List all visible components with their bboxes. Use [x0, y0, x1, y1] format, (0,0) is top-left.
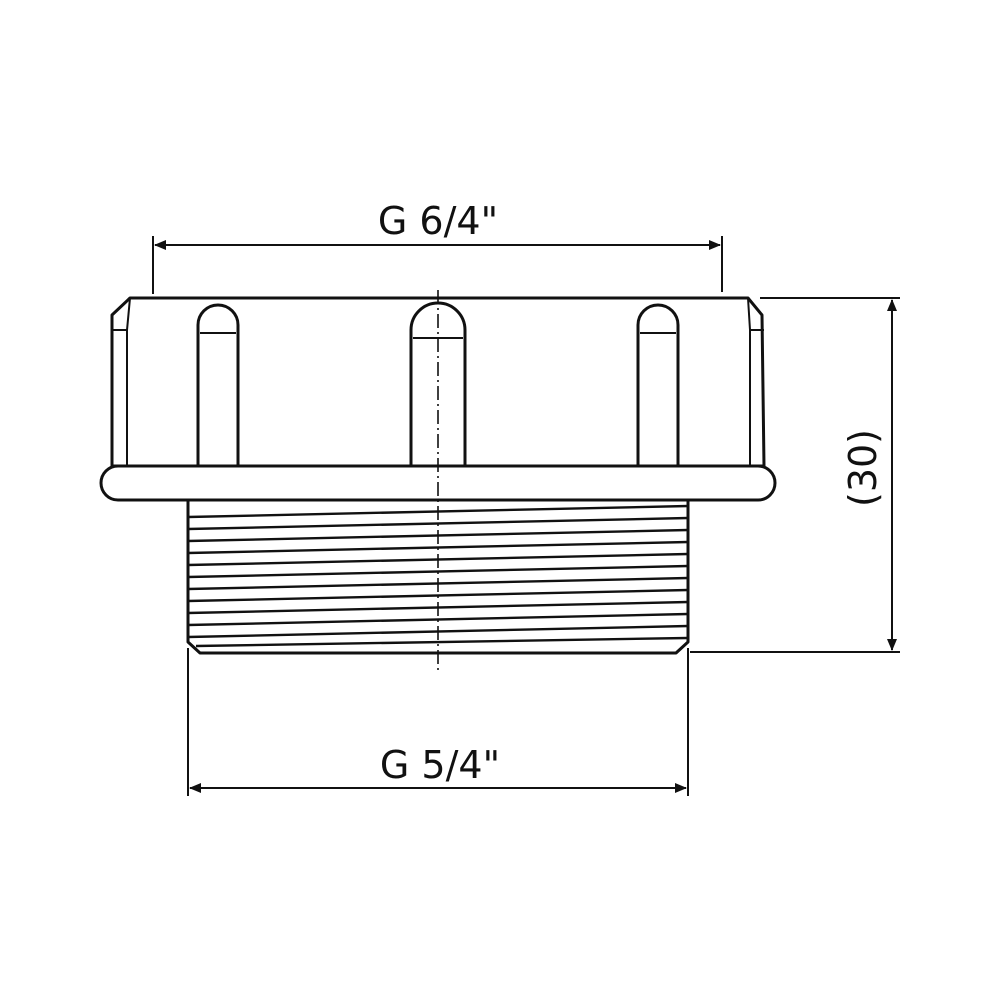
height-label: (30)	[841, 429, 885, 507]
height-dimension: (30)	[690, 297, 900, 653]
top-thread-dimension: G 6/4"	[152, 199, 723, 294]
top-thread-label: G 6/4"	[378, 199, 498, 243]
bottom-thread-label: G 5/4"	[380, 743, 500, 787]
flange-collar	[99, 464, 777, 502]
bottom-thread-dimension: G 5/4"	[187, 648, 689, 796]
